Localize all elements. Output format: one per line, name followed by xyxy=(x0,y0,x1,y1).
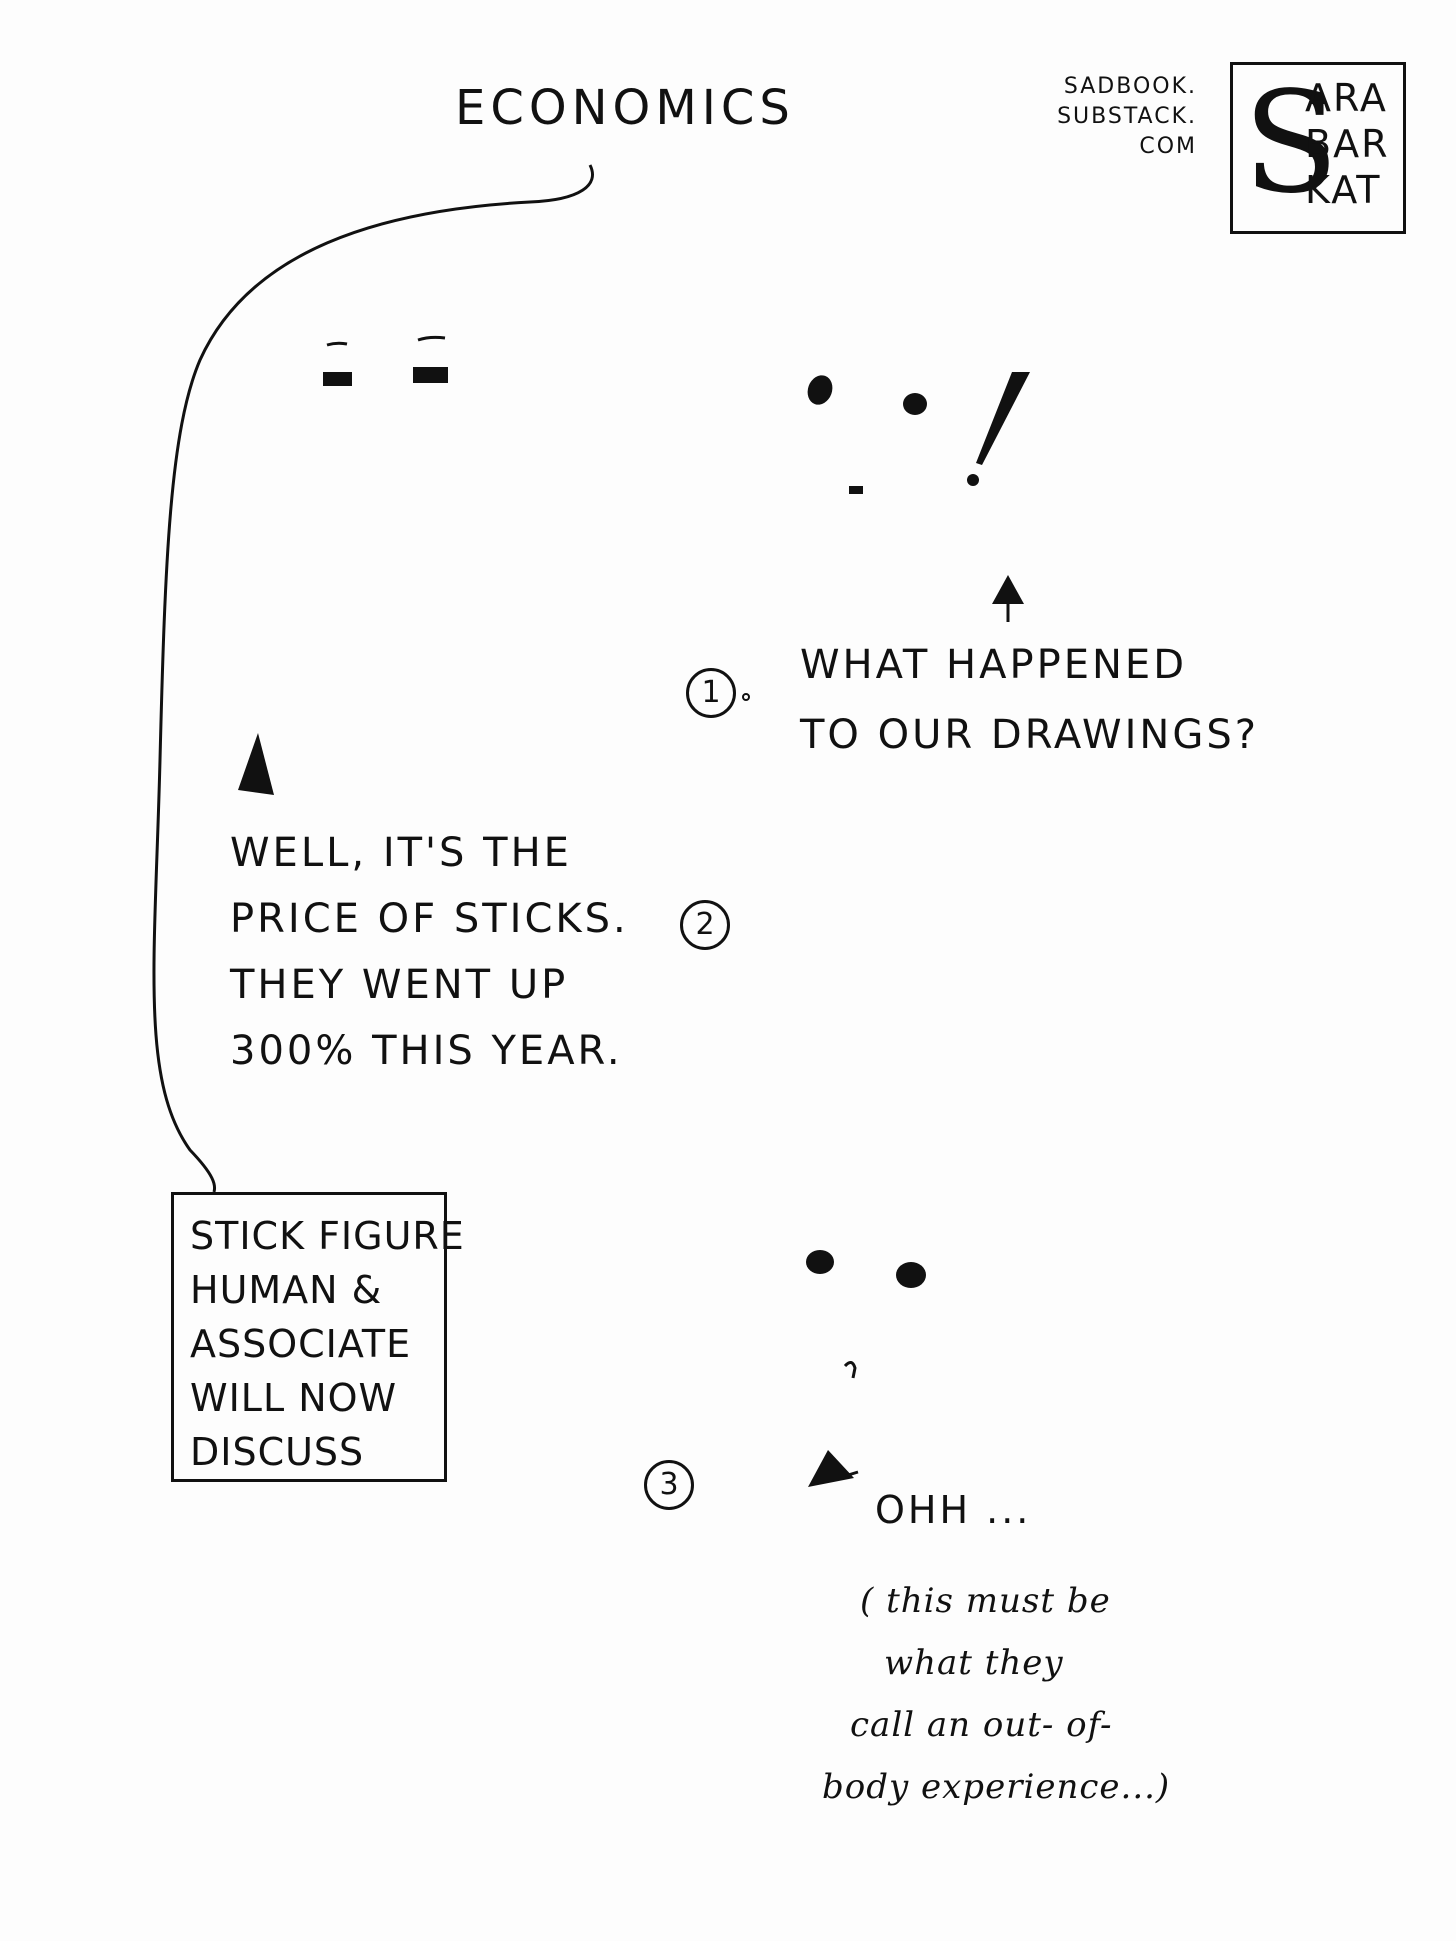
face-right-surprised xyxy=(807,372,1030,494)
site-line: COM xyxy=(1139,134,1197,159)
aside-line: ( this must be xyxy=(860,1581,1111,1621)
logo-line: ARA xyxy=(1305,76,1388,120)
aside-line: body experience...) xyxy=(822,1767,1171,1807)
dialogue-line: THEY WENT UP xyxy=(230,962,569,1008)
site-url: SADBOOK. SUBSTACK. COM xyxy=(1012,72,1197,162)
aside-line: what they xyxy=(884,1643,1064,1683)
arrow-up-right xyxy=(992,575,1024,622)
caption-line: WILL NOW xyxy=(190,1376,398,1420)
face-left-eyes xyxy=(323,335,448,386)
logo-line: BAR xyxy=(1305,122,1390,166)
aside-line: call an out- of- xyxy=(850,1705,1113,1745)
caption-text: STICK FIGURE HUMAN & ASSOCIATE WILL NOW … xyxy=(190,1209,465,1479)
dialogue-answer: WELL, IT'S THE PRICE OF STICKS. THEY WEN… xyxy=(230,820,629,1084)
aside-note: ( this must be what they call an out- of… xyxy=(822,1570,1170,1818)
panel-number-2: 2 xyxy=(680,900,730,950)
dialogue-ohh: OHH ... xyxy=(875,1488,1032,1532)
caption-line: DISCUSS xyxy=(190,1430,365,1474)
comic-title: ECONOMICS xyxy=(455,80,795,136)
ink-dot xyxy=(742,693,750,701)
author-logo: S ARA BAR KAT xyxy=(1230,62,1406,234)
dialogue-question: WHAT HAPPENED TO OUR DRAWINGS? xyxy=(800,630,1259,770)
caption-line: STICK FIGURE xyxy=(190,1214,465,1258)
caption-box: STICK FIGURE HUMAN & ASSOCIATE WILL NOW … xyxy=(171,1192,464,1482)
dialogue-line: PRICE OF STICKS. xyxy=(230,896,629,942)
dialogue-line: 300% THIS YEAR. xyxy=(230,1028,623,1074)
caption-line: ASSOCIATE xyxy=(190,1322,412,1366)
site-line: SUBSTACK. xyxy=(1057,104,1197,129)
face-bottom xyxy=(806,1250,926,1379)
arrow-bottom xyxy=(808,1450,859,1487)
logo-line: KAT xyxy=(1305,168,1382,212)
connector-line xyxy=(152,164,594,1193)
dialogue-line: TO OUR DRAWINGS? xyxy=(800,712,1259,758)
logo-name: ARA BAR KAT xyxy=(1305,75,1389,213)
panel-number-1: 1 xyxy=(686,668,736,718)
dialogue-line: WHAT HAPPENED xyxy=(800,642,1187,688)
dialogue-line: WELL, IT'S THE xyxy=(230,830,572,876)
caption-line: HUMAN & xyxy=(190,1268,383,1312)
panel-number-3: 3 xyxy=(644,1460,694,1510)
logo-letter: S xyxy=(1243,62,1339,225)
arrow-up-left xyxy=(238,733,274,795)
site-line: SADBOOK. xyxy=(1063,74,1197,99)
